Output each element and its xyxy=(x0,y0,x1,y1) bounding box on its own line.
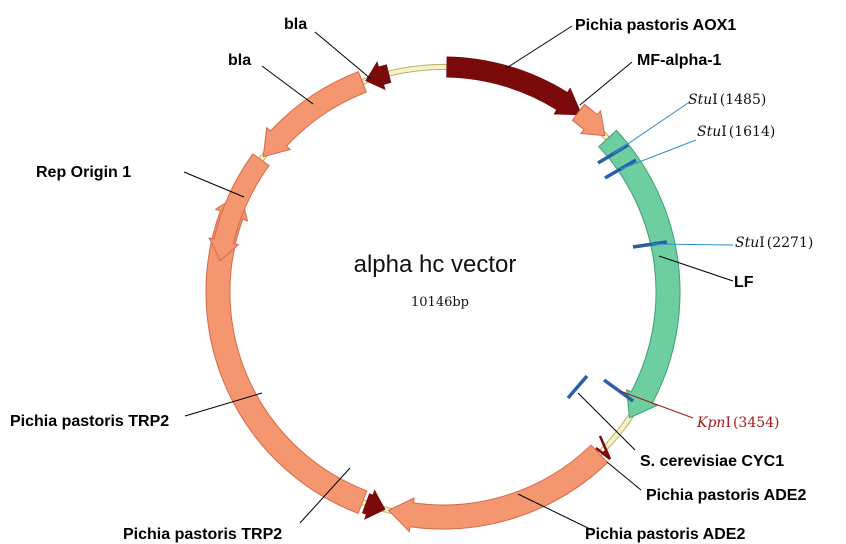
site-tick-stu2271 xyxy=(632,240,668,249)
feature-arrow-rep xyxy=(208,153,270,262)
site-tick-stu1614 xyxy=(604,158,637,180)
site-leader-stu2271 xyxy=(650,243,734,246)
leader-cyc1 xyxy=(577,392,636,451)
site-label-stu1614: StuI(1614) xyxy=(697,124,775,140)
site-leader-stu1485 xyxy=(612,102,689,155)
label-bla1: bla xyxy=(228,52,251,69)
label-lf: LF xyxy=(734,274,754,291)
label-cyc1: S. cerevisiae CYC1 xyxy=(640,453,784,470)
label-trp2b: Pichia pastoris TRP2 xyxy=(10,413,169,430)
leader-trp2b xyxy=(184,392,263,417)
feature-arrow-mfalpha xyxy=(571,103,606,137)
site-tick-kpn3454 xyxy=(602,378,635,403)
feature-arrow-lf xyxy=(598,129,681,419)
feature-arrow-aox1 xyxy=(446,56,583,116)
leader-ade2b xyxy=(517,493,593,531)
leader-ade2a xyxy=(606,461,642,491)
leader-rep xyxy=(183,171,245,198)
feature-arrow-ade2b xyxy=(387,444,609,533)
leader-bla1 xyxy=(261,65,314,105)
site-label-stu2271: StuI(2271) xyxy=(735,235,813,251)
feature-arrow-bla1 xyxy=(262,71,367,158)
label-ade2a: Pichia pastoris ADE2 xyxy=(646,487,806,504)
site-leader-kpn3454 xyxy=(619,390,694,419)
site-label-stu1485: StuI(1485) xyxy=(688,92,766,108)
label-ade2b: Pichia pastoris ADE2 xyxy=(585,526,745,543)
leader-aox1 xyxy=(504,25,573,70)
label-bla2: bla xyxy=(284,16,307,33)
leader-lf xyxy=(658,255,734,282)
site-label-kpn3454: KpnI(3454) xyxy=(696,415,780,431)
feature-arrow-bla2 xyxy=(365,61,392,91)
feature-marker-ade2a xyxy=(595,435,612,460)
site-tick-cyc1 xyxy=(566,374,589,400)
leader-trp2a xyxy=(299,467,351,524)
leader-bla2 xyxy=(314,31,372,80)
label-mfalpha: MF-alpha-1 xyxy=(637,52,722,69)
feature-arrow-trp2a xyxy=(361,489,386,520)
label-aox1: Pichia pastoris AOX1 xyxy=(575,17,736,34)
leader-mfalpha xyxy=(579,61,633,106)
map-title: alpha hc vector xyxy=(354,251,517,278)
label-trp2a: Pichia pastoris TRP2 xyxy=(123,526,282,543)
site-leader-stu1614 xyxy=(620,139,697,170)
map-size: 10146bp xyxy=(411,295,469,310)
label-rep: Rep Origin 1 xyxy=(36,164,131,181)
